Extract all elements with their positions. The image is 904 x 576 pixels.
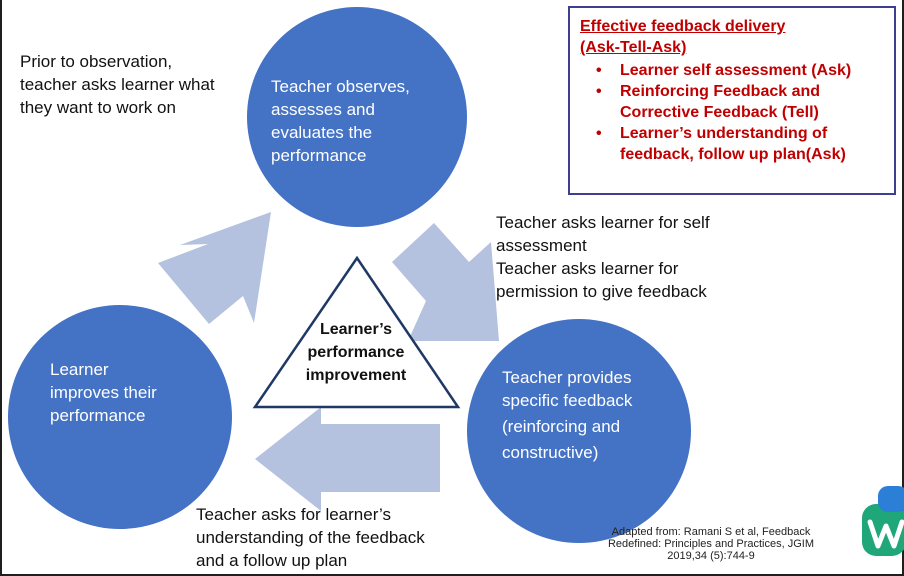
center-label: Learner’s performance improvement [296, 318, 416, 387]
circle-feedback-text: Teacher provides specific feedback (rein… [502, 366, 672, 464]
circle-observe-text: Teacher observes, assesses and evaluates… [271, 77, 410, 165]
circle-feedback [467, 319, 691, 543]
note-line: Teacher asks learner for self [496, 213, 710, 232]
circle-observe [247, 7, 467, 227]
circle-feedback-line: (reinforcing and [502, 417, 621, 436]
bullet-icon: • [596, 125, 602, 142]
center-label-line: improvement [305, 367, 407, 384]
note-line: and a follow up plan [196, 551, 348, 570]
center-label-line: performance [307, 344, 405, 361]
arrow-observe-to-feedback [392, 223, 499, 341]
callout-item-line: Reinforcing Feedback and [620, 83, 821, 100]
note-self-assessment: Teacher asks learner for self assessment… [496, 211, 766, 303]
circle-improve [8, 305, 232, 529]
bullet-icon: • [596, 62, 602, 79]
callout-item: • Learner’s understanding of feedback, f… [596, 123, 884, 165]
center-triangle [252, 255, 461, 409]
citation: Adapted from: Ramani S et al, Feedback R… [607, 526, 815, 562]
note-before-observation: Prior to observation, teacher asks learn… [20, 50, 250, 119]
callout-item-line: feedback, follow up plan(Ask) [620, 146, 846, 163]
note-line: teacher asks learner what [20, 75, 215, 94]
callout-item-line: Learner’s understanding of [620, 125, 828, 142]
note-line: permission to give feedback [496, 282, 707, 301]
note-line: Prior to observation, [20, 52, 173, 71]
circle-improve-text: Learner improves their performance [50, 360, 157, 425]
callout-item-line: Learner self assessment (Ask) [620, 62, 852, 79]
note-line: Teacher asks for learner’s [196, 505, 391, 524]
logo-icon [862, 486, 904, 556]
callout-ask-tell-ask: Effective feedback delivery (Ask-Tell-As… [568, 6, 896, 195]
circle-feedback-line: specific feedback [502, 391, 633, 410]
arrow-improve-to-observe [158, 212, 271, 324]
callout-item-line: Corrective Feedback (Tell) [620, 104, 819, 121]
callout-list: • Learner self assessment (Ask) • Reinfo… [580, 60, 884, 165]
callout-item: • Reinforcing Feedback and Corrective Fe… [596, 81, 884, 123]
note-line: assessment [496, 236, 587, 255]
note-line: Teacher asks learner for [496, 259, 679, 278]
center-label-line: Learner’s [319, 321, 393, 338]
callout-title-line: (Ask-Tell-Ask) [580, 39, 687, 56]
bullet-icon: • [596, 83, 602, 100]
circle-feedback-line: constructive) [502, 443, 599, 462]
callout-title: Effective feedback delivery (Ask-Tell-As… [580, 16, 884, 58]
note-line: they want to work on [20, 98, 176, 117]
note-follow-up: Teacher asks for learner’s understanding… [196, 503, 466, 572]
circle-feedback-line: Teacher provides [502, 368, 632, 387]
arrow-feedback-to-improve [255, 407, 440, 511]
callout-title-line: Effective feedback delivery [580, 18, 786, 35]
callout-item: • Learner self assessment (Ask) [596, 60, 884, 81]
note-line: understanding of the feedback [196, 528, 425, 547]
